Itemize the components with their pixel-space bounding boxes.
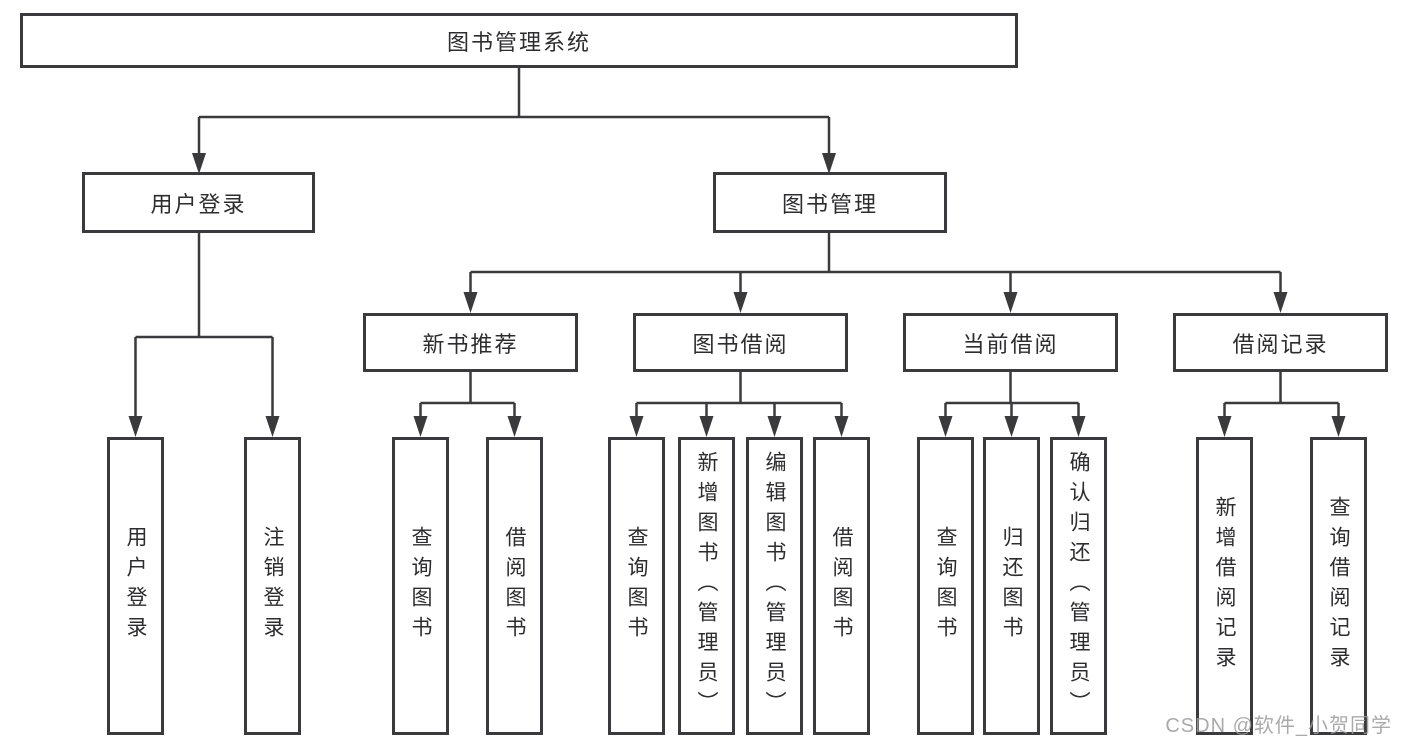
- node-label: 注销登录: [261, 526, 284, 646]
- node-label: 图书借阅: [692, 331, 789, 357]
- node-new-book-recommendation: 新书推荐: [363, 313, 578, 372]
- leaf-query-borrow-record: 查询借阅记录: [1310, 437, 1367, 735]
- node-label: 查询图书: [409, 526, 432, 646]
- node-label: 查询借阅记录: [1327, 496, 1350, 676]
- node-user-login: 用户登录: [82, 172, 315, 233]
- node-label: 图书管理系统: [446, 29, 591, 55]
- node-label: 编辑图书（管理员）: [763, 451, 786, 721]
- leaf-user-login: 用户登录: [107, 437, 164, 735]
- node-label: 新书推荐: [422, 331, 519, 357]
- node-label: 新增图书（管理员）: [695, 451, 718, 721]
- leaf-query-books-current: 查询图书: [917, 437, 974, 735]
- arrowhead-group: [128, 153, 1346, 437]
- node-current-borrowing: 当前借阅: [903, 313, 1118, 372]
- node-label: 借阅记录: [1232, 331, 1329, 357]
- node-label: 归还图书: [1000, 526, 1023, 646]
- leaf-edit-book-admin: 编辑图书（管理员）: [746, 437, 803, 735]
- node-label: 查询图书: [934, 526, 957, 646]
- leaf-logout: 注销登录: [244, 437, 301, 735]
- csdn-watermark: CSDN @软件_小贺同学: [1165, 715, 1392, 737]
- leaf-query-books-recommend: 查询图书: [392, 437, 449, 735]
- node-label: 查询图书: [625, 526, 648, 646]
- leaf-return-books: 归还图书: [983, 437, 1040, 735]
- node-label: 当前借阅: [962, 331, 1059, 357]
- node-borrowing-records: 借阅记录: [1173, 313, 1388, 372]
- node-label: 用户登录: [150, 191, 247, 217]
- node-book-borrowing: 图书借阅: [633, 313, 848, 372]
- leaf-borrow-books-recommend: 借阅图书: [486, 437, 543, 735]
- node-book-management: 图书管理: [713, 172, 947, 233]
- node-label: 借阅图书: [503, 526, 526, 646]
- node-label: 用户登录: [124, 526, 147, 646]
- node-label: 确认归还（管理员）: [1067, 451, 1090, 721]
- leaf-query-books-borrow: 查询图书: [608, 437, 665, 735]
- leaf-add-borrow-record: 新增借阅记录: [1196, 437, 1253, 735]
- node-label: 借阅图书: [830, 526, 853, 646]
- leaf-confirm-return-admin: 确认归还（管理员）: [1050, 437, 1107, 735]
- leaf-add-book-admin: 新增图书（管理员）: [678, 437, 735, 735]
- node-label: 新增借阅记录: [1213, 496, 1236, 676]
- node-label: 图书管理: [781, 191, 878, 217]
- leaf-borrow-books: 借阅图书: [813, 437, 870, 735]
- node-library-management-system: 图书管理系统: [20, 13, 1018, 68]
